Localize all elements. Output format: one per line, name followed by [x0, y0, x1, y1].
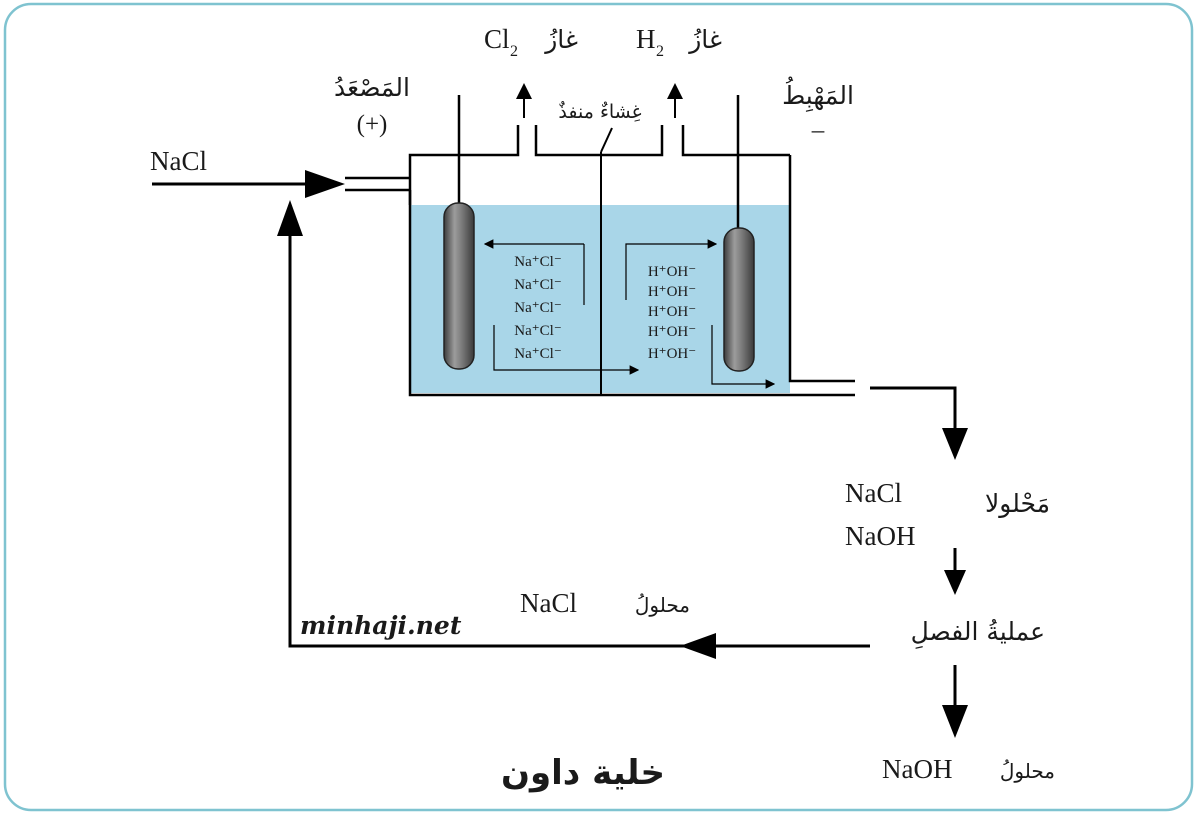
anode-electrode: [443, 95, 475, 370]
separation-label: عمليةُ الفصلِ: [911, 617, 1045, 649]
cathode-ion: H⁺OH⁻: [648, 324, 696, 340]
anode-sign: (+): [357, 111, 388, 138]
cl2-gas-prefix: غازُ: [543, 25, 578, 54]
cathode-ion-arrows: [625, 239, 776, 389]
product-label: محلولُ: [1000, 759, 1055, 783]
anode-ion: Na⁺Cl⁻: [514, 323, 562, 339]
cathode-ion-list: H⁺OH⁻ H⁺OH⁻ H⁺OH⁻ H⁺OH⁻ H⁺OH⁻: [648, 264, 696, 362]
inlet-arrowhead: [305, 170, 345, 198]
cathode-electrode: [723, 95, 755, 372]
anode-ion: Na⁺Cl⁻: [514, 346, 562, 362]
cl2-formula: Cl: [484, 24, 510, 54]
h2-subscript: 2: [656, 43, 664, 60]
anode-ion-arrows: [483, 239, 640, 375]
cl2-subscript: 2: [510, 43, 518, 60]
membrane: [600, 127, 613, 395]
product-arrowhead: [942, 705, 968, 738]
recycle-up-arrowhead: [277, 200, 303, 236]
cathode-ion: H⁺OH⁻: [648, 264, 696, 280]
inlet-label: NaCl: [150, 146, 207, 176]
output-mixture-label: مَحْلولا: [985, 489, 1050, 518]
output-nacl: NaCl: [845, 478, 902, 508]
h2-formula: H: [636, 24, 656, 54]
output-naoh: NaOH: [845, 521, 915, 551]
anode-ion: Na⁺Cl⁻: [514, 300, 562, 316]
anode-ion: Na⁺Cl⁻: [514, 254, 562, 270]
flow-lines: [152, 182, 957, 712]
anode-ion: Na⁺Cl⁻: [514, 277, 562, 293]
anode-ion-list: Na⁺Cl⁻ Na⁺Cl⁻ Na⁺Cl⁻ Na⁺Cl⁻ Na⁺Cl⁻: [514, 254, 562, 362]
cell-walls: [345, 125, 855, 397]
anode-label: المَصْعَدُ: [334, 73, 410, 102]
recycle-left-arrowhead: [680, 633, 716, 659]
diagram-title: خلية داون: [501, 753, 665, 793]
recycle-formula: NaCl: [520, 588, 577, 618]
outer-frame: [3, 2, 1194, 812]
outlet-arrowhead: [942, 428, 968, 460]
cathode-sign: –: [811, 117, 825, 144]
recycle-label: محلولُ: [635, 593, 690, 617]
cathode-label: المَهْبِطُ: [782, 76, 854, 113]
cathode-ion: H⁺OH⁻: [648, 284, 696, 300]
product-formula: NaOH: [882, 754, 952, 784]
membrane-label: غِشاءٌ منفذٌ: [558, 101, 641, 123]
cathode-ion: H⁺OH⁻: [648, 346, 696, 362]
separation-arrowhead: [944, 570, 966, 595]
h2-gas-prefix: غازُ: [687, 25, 722, 54]
cathode-ion: H⁺OH⁻: [648, 304, 696, 320]
watermark: minhaji.net: [300, 611, 462, 640]
flow-arrowheads: [277, 170, 968, 738]
